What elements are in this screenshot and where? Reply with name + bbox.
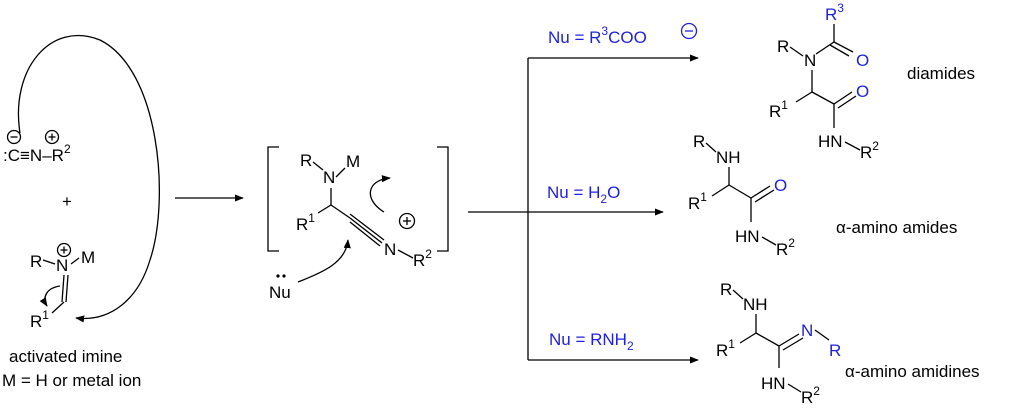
carbon-atom: :C	[3, 146, 20, 165]
product-name-amino-amides: α-amino amides	[836, 218, 957, 237]
activated-imine: R N M R1	[30, 242, 95, 331]
bond-dash: –	[42, 146, 52, 165]
product-diamide: R3 O R N R1 O HN R2	[769, 1, 879, 162]
svg-text:R3: R3	[825, 1, 844, 24]
int-r2-label: R	[413, 251, 425, 270]
int-n-label: N	[323, 168, 335, 187]
int-r-label: R	[300, 151, 312, 170]
svg-text:R: R	[720, 280, 732, 299]
svg-text:R1: R1	[30, 308, 49, 331]
nucleophile-label: Nu	[269, 283, 291, 302]
svg-text:NH: NH	[743, 295, 768, 314]
imine-caption-line1: activated imine	[9, 347, 122, 366]
svg-text:O: O	[774, 176, 787, 195]
nu-attack-arrow-icon	[297, 239, 351, 283]
svg-text:HN: HN	[735, 227, 760, 246]
product-name-amino-amidines: α-amino amidines	[845, 362, 980, 381]
condition-carboxylate: Nu = R3COO	[548, 24, 647, 47]
imine-r-label: R	[30, 252, 42, 271]
imine-r1-label: R	[30, 312, 42, 331]
svg-text:N: N	[801, 321, 813, 340]
int-n2-label: N	[384, 240, 396, 259]
svg-text:O: O	[856, 51, 869, 70]
svg-text:HN: HN	[761, 374, 786, 393]
svg-text::C≡N–R2: :C≡N–R2	[3, 142, 71, 165]
condition-amine: Nu = RNH2	[549, 330, 634, 353]
svg-text:HN: HN	[818, 132, 843, 151]
int-r1-label: R	[296, 215, 308, 234]
intermediate-brackets	[267, 146, 449, 252]
isocyanide: :C≡N–R2	[3, 129, 71, 165]
imine-caption-line2: M = H or metal ion	[2, 371, 141, 390]
lone-pair-icon	[276, 274, 286, 278]
branching-arrows	[468, 54, 699, 364]
svg-text:R1: R1	[716, 337, 735, 360]
svg-text:R1: R1	[688, 190, 707, 213]
nitrilium-intermediate: R N M R1 N R2 Nu	[269, 151, 432, 302]
condition-water: Nu = H2O	[547, 183, 620, 206]
imine-m-label: M	[81, 248, 95, 267]
imine-n-label: N	[56, 256, 68, 275]
svg-text:R1: R1	[296, 211, 315, 234]
plus-sign: +	[62, 192, 72, 211]
carboxylate-charge-icon	[680, 22, 698, 40]
svg-text:R2: R2	[776, 236, 795, 259]
nitrilium-push-arrow-icon	[369, 175, 391, 213]
svg-text:R2: R2	[413, 247, 432, 270]
int-m-label: M	[346, 152, 360, 171]
electron-push-arrow-icon	[39, 285, 61, 307]
svg-text:N: N	[804, 51, 816, 70]
nitrogen-atom: N	[30, 146, 42, 165]
svg-text:R: R	[829, 341, 841, 360]
product-amino-amidine: R NH R1 N R HN R2	[716, 280, 841, 407]
svg-text:R: R	[777, 37, 789, 56]
nitrilium-charge-icon	[398, 212, 416, 230]
nucleophilic-attack-arrow-icon	[17, 34, 161, 323]
svg-text:R2: R2	[801, 384, 820, 407]
svg-text:R2: R2	[860, 139, 879, 162]
iminium-charge-icon	[56, 242, 72, 258]
ammonium-charge-icon	[44, 129, 60, 145]
product-name-diamides: diamides	[907, 64, 975, 83]
carbanion-charge-icon	[6, 129, 22, 145]
svg-text:R: R	[693, 132, 705, 151]
svg-text:R1: R1	[769, 98, 788, 121]
svg-text:O: O	[856, 82, 869, 101]
r-group: R	[52, 146, 64, 165]
r-superscript: 2	[64, 142, 71, 156]
svg-text:NH: NH	[716, 148, 741, 167]
product-amino-amide: R NH R1 O HN R2	[688, 132, 795, 259]
triple-bond-symbol: ≡	[20, 146, 30, 165]
